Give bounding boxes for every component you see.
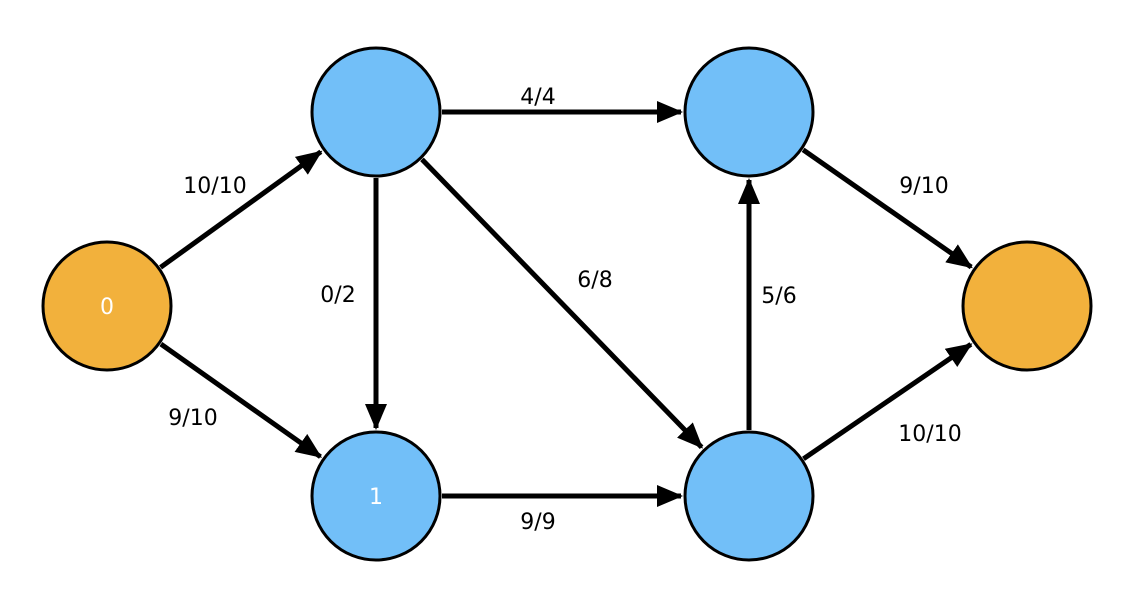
edge-label-1-to-2: 0/2 [320,283,355,308]
node-sink[interactable] [961,240,1093,372]
edge-3-to-5[interactable] [801,147,973,270]
node-circle [41,240,173,372]
node-circle [683,46,815,178]
node-label: 1 [369,485,383,510]
node-circle [683,430,815,562]
edge-1-to-4[interactable] [420,157,704,449]
edge-label-4-to-5: 10/10 [898,422,961,447]
node-bottom-right[interactable] [683,430,815,562]
node-circle [310,46,442,178]
node-top-left[interactable] [310,46,442,178]
node-circle [961,240,1093,372]
edge-0-to-1[interactable] [159,149,323,270]
edge-label-3-to-5: 9/10 [899,174,948,199]
nodes: 0 1 [41,46,1093,562]
node-source[interactable]: 0 [41,240,173,372]
node-top-right[interactable] [683,46,815,178]
edge-label-0-to-2: 9/10 [168,406,217,431]
node-bottom-left[interactable]: 1 [310,430,442,562]
edge-4-to-5[interactable] [802,342,973,461]
edges [159,101,973,507]
node-label: 0 [100,295,114,320]
edge-label-1-to-3: 4/4 [520,85,555,110]
edge-label-4-to-3: 5/6 [761,284,796,309]
edge-label-1-to-4: 6/8 [577,268,612,293]
edge-0-to-2[interactable] [159,342,323,459]
edge-label-0-to-1: 10/10 [183,174,246,199]
node-circle [310,430,442,562]
edge-label-2-to-4: 9/9 [520,510,555,535]
edge-labels: 10/10 9/10 0/2 4/4 6/8 9/9 5/6 9/10 10/1… [168,85,961,535]
